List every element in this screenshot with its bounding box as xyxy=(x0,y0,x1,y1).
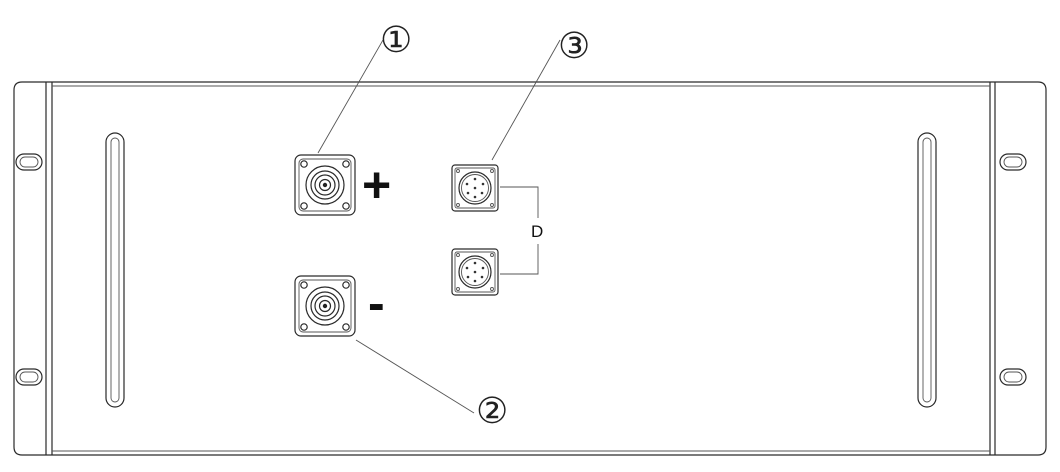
dimension-bracket xyxy=(500,186,539,275)
callout-1: ① xyxy=(380,20,412,61)
leader-line-2 xyxy=(355,339,475,414)
positive-sign: + xyxy=(362,157,391,213)
front-panel xyxy=(13,81,1047,456)
mounting-slot-right-bottom xyxy=(999,368,1027,386)
negative-terminal xyxy=(294,275,356,337)
leader-line-3 xyxy=(491,39,561,161)
leader-line-1 xyxy=(317,39,384,154)
positive-terminal xyxy=(294,154,356,216)
handle-right xyxy=(917,132,937,408)
signal-connector-lower xyxy=(451,248,499,296)
callout-2: ② xyxy=(476,391,508,432)
signal-connector-upper xyxy=(451,164,499,212)
mounting-slot-left-top xyxy=(15,153,43,171)
dimension-label: D xyxy=(531,222,543,241)
mounting-slot-left-bottom xyxy=(15,368,43,386)
callout-3: ③ xyxy=(558,26,590,67)
handle-left xyxy=(105,132,125,408)
mounting-slot-right-top xyxy=(999,153,1027,171)
negative-sign: - xyxy=(368,275,385,331)
